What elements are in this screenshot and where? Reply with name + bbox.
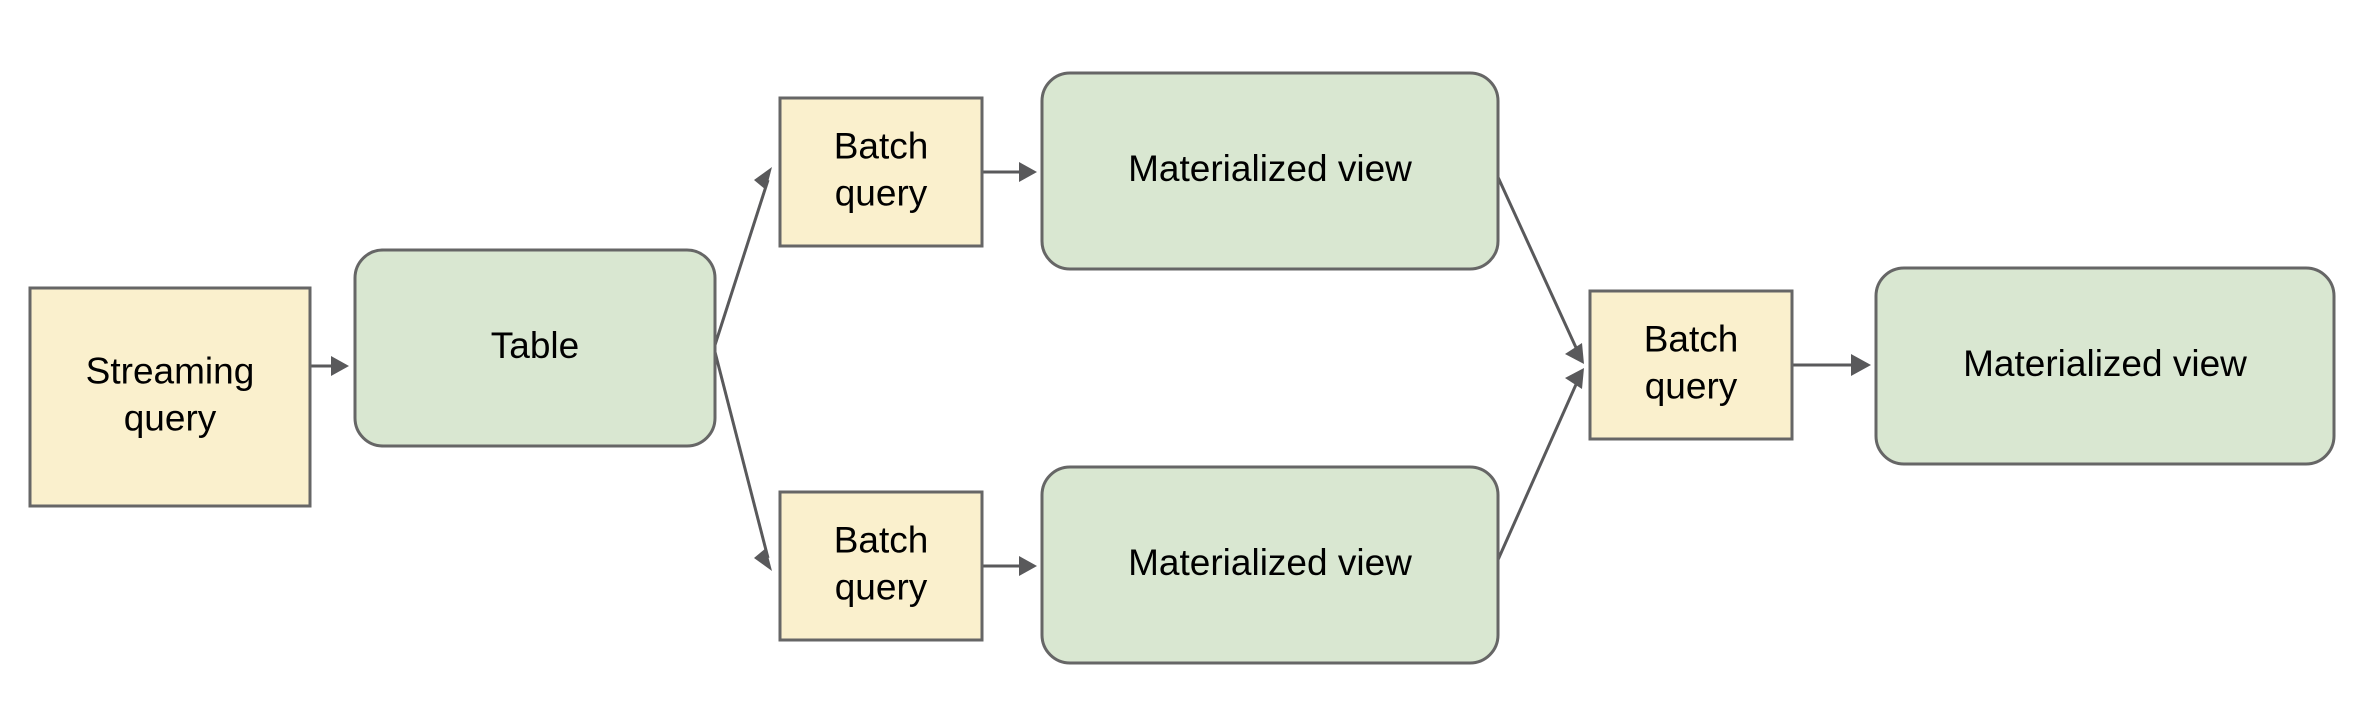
arrowhead-icon xyxy=(1019,556,1037,576)
node-table[interactable]: Table xyxy=(353,248,717,448)
node-group: Streaming query Table Batch query Material… xyxy=(28,71,2336,665)
arrowhead-icon xyxy=(754,548,772,571)
edge-batch-query-top-to-materialized-view-top xyxy=(982,162,1037,182)
node-shape[interactable] xyxy=(1588,289,1794,441)
edge-line xyxy=(1495,379,1580,563)
node-label-line: Table xyxy=(491,325,579,366)
node-label-line: query xyxy=(124,397,217,438)
arrowhead-icon xyxy=(754,167,772,190)
edge-table-to-batch-query-top xyxy=(713,167,772,346)
edge-materialized-view-top-to-batch-query-join xyxy=(1495,174,1584,364)
edge-batch-query-join-to-materialized-view-final xyxy=(1792,354,1871,376)
node-shape[interactable] xyxy=(28,286,312,508)
node-shape[interactable] xyxy=(1874,266,2336,466)
node-shape[interactable] xyxy=(778,490,984,642)
arrowhead-icon xyxy=(1019,162,1037,182)
node-shape[interactable] xyxy=(353,248,717,448)
edge-line xyxy=(1495,174,1580,353)
node-label: Materialized view xyxy=(1963,343,2247,384)
node-materialized-view-top[interactable]: Materialized view xyxy=(1040,71,1500,271)
node-label: Materialized view xyxy=(1128,148,1412,189)
arrowhead-icon xyxy=(331,356,349,376)
node-label-line: query xyxy=(835,566,928,607)
node-label: Table xyxy=(491,325,579,366)
edge-line xyxy=(713,179,770,346)
node-materialized-view-final[interactable]: Materialized view xyxy=(1874,266,2336,466)
node-label-line: query xyxy=(835,172,928,213)
node-label-line: Batch xyxy=(834,519,929,560)
node-batch-query-top[interactable]: Batch query xyxy=(778,96,984,248)
arrowhead-icon xyxy=(1851,354,1871,376)
node-label: Batch query xyxy=(1644,318,1739,406)
edge-materialized-view-bottom-to-batch-query-join xyxy=(1495,368,1584,563)
node-label-line: Materialized view xyxy=(1128,542,1412,583)
arrowhead-icon xyxy=(1565,368,1584,389)
edge-batch-query-bottom-to-materialized-view-bottom xyxy=(982,556,1037,576)
edge-line xyxy=(713,351,770,559)
node-label: Batch query xyxy=(834,519,929,607)
node-label-line: Materialized view xyxy=(1128,148,1412,189)
node-shape[interactable] xyxy=(1040,71,1500,271)
node-label: Batch query xyxy=(834,125,929,213)
node-label-line: Batch xyxy=(1644,318,1739,359)
node-shape[interactable] xyxy=(778,96,984,248)
node-batch-query-join[interactable]: Batch query xyxy=(1588,289,1794,441)
node-streaming-query[interactable]: Streaming query xyxy=(28,286,312,508)
node-batch-query-bottom[interactable]: Batch query xyxy=(778,490,984,642)
edge-table-to-batch-query-bottom xyxy=(713,351,772,571)
edge-group xyxy=(310,162,1871,576)
node-label-line: Materialized view xyxy=(1963,343,2247,384)
node-materialized-view-bottom[interactable]: Materialized view xyxy=(1040,465,1500,665)
node-shape[interactable] xyxy=(1040,465,1500,665)
node-label-line: query xyxy=(1645,365,1738,406)
node-label-line: Streaming xyxy=(86,350,255,391)
edge-streaming-query-to-table xyxy=(310,356,349,376)
node-label: Streaming query xyxy=(86,350,255,438)
node-label: Materialized view xyxy=(1128,542,1412,583)
node-label-line: Batch xyxy=(834,125,929,166)
arrowhead-icon xyxy=(1565,343,1584,364)
